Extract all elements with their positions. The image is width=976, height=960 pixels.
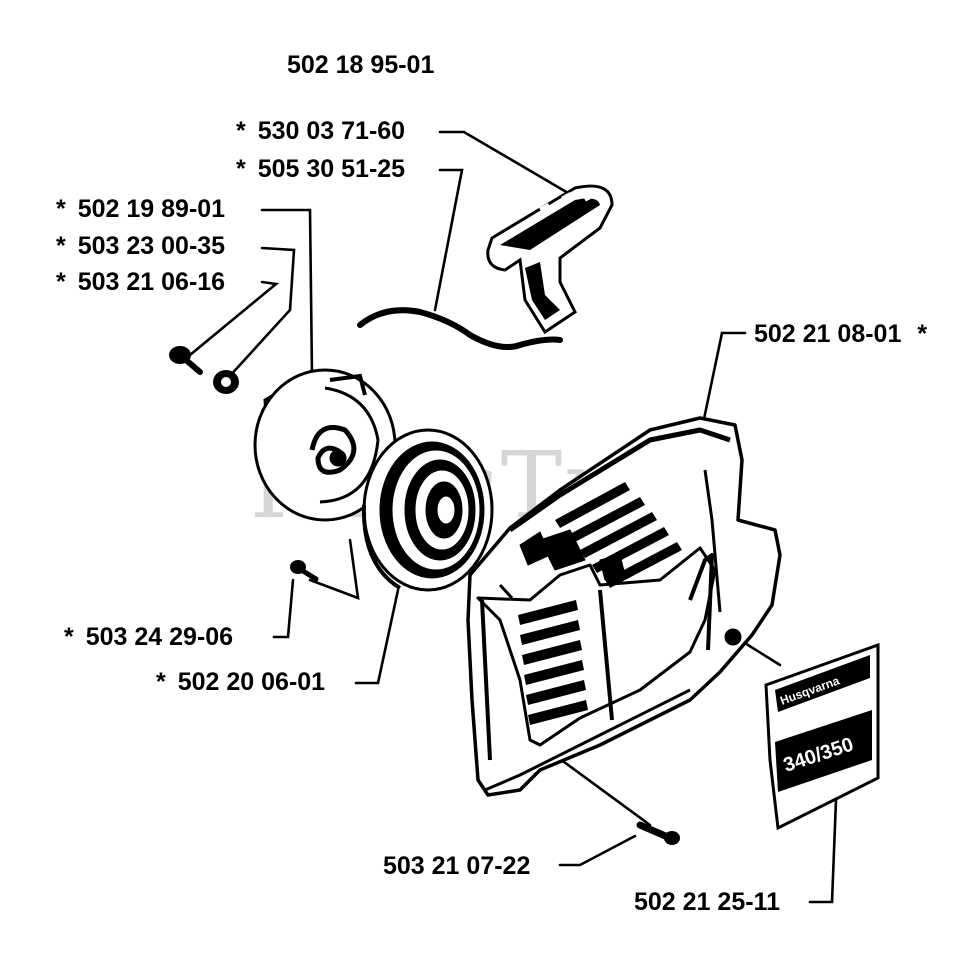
leader-bolt-2	[308, 538, 360, 600]
leader-housing-screw	[558, 834, 637, 867]
callout-star: *	[64, 623, 74, 651]
pulley-drawing	[361, 428, 494, 592]
part-number: 502 20 06-01	[177, 668, 326, 696]
callout-screw: * 503 21 06-16	[56, 268, 225, 296]
callout-starter-housing: 502 21 08-01 *	[754, 320, 927, 348]
part-number: 502 21 08-01	[754, 320, 902, 348]
leader-decal	[808, 798, 838, 904]
starter-handle-drawing	[486, 184, 614, 335]
leader-bolt	[272, 578, 295, 639]
callout-star: *	[56, 232, 66, 260]
leader-spring-pawl	[260, 208, 314, 377]
part-number: 502 21 25-11	[634, 888, 780, 916]
leader-pulley	[354, 588, 400, 685]
assembly-number-label: 502 18 95-01	[287, 51, 435, 79]
callout-decal: 502 21 25-11	[634, 888, 780, 916]
callout-star: *	[56, 268, 66, 296]
callout-bolt: * 503 24 29-06	[64, 623, 233, 651]
decal-drawing: Husqvarna 340/350	[764, 642, 880, 831]
part-number: 502 19 89-01	[77, 195, 226, 223]
callout-star: *	[236, 117, 246, 145]
callout-washer: * 503 23 00-35	[56, 232, 225, 260]
callout-star: *	[56, 195, 66, 223]
leader-lines	[188, 130, 838, 904]
starter-cord-drawing	[357, 307, 563, 350]
callout-star: *	[156, 668, 166, 696]
callout-star: *	[917, 320, 928, 348]
part-number: 503 21 06-16	[77, 268, 226, 296]
bolt-drawing	[290, 560, 319, 582]
callout-cord: * 505 30 51-25	[236, 155, 405, 183]
leader-cord	[433, 168, 464, 312]
leader-decal-2	[738, 638, 782, 667]
part-number: 530 03 71-60	[257, 117, 406, 145]
part-number: 505 30 51-25	[257, 155, 406, 183]
callout-star: *	[236, 155, 246, 183]
starter-housing-drawing	[466, 416, 782, 797]
callout-handle: * 530 03 71-60	[236, 117, 405, 145]
part-number: 503 21 07-22	[383, 852, 531, 880]
callout-housing-screw: 503 21 07-22	[383, 852, 530, 880]
leader-screw	[188, 280, 280, 357]
callout-spring-pawl: * 502 19 89-01	[56, 195, 225, 223]
screw-drawing	[169, 346, 203, 375]
leader-washer	[226, 246, 296, 380]
part-number: 503 23 00-35	[77, 232, 226, 260]
housing-screw-drawing	[636, 821, 680, 845]
washer-drawing	[213, 370, 239, 394]
part-number: 503 24 29-06	[85, 623, 234, 651]
leader-handle	[438, 130, 582, 202]
callout-pulley: * 502 20 06-01	[156, 668, 325, 696]
